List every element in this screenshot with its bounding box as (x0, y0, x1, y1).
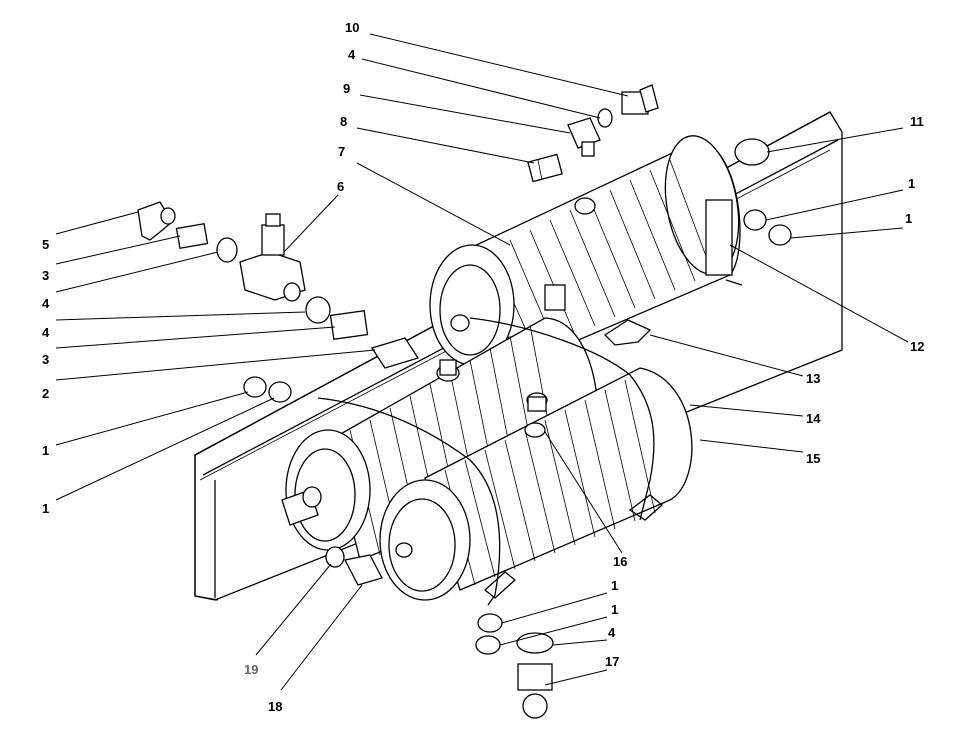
drain-cock-17 (517, 663, 553, 719)
washer-4-upper (216, 237, 238, 263)
callout-7: 7 (338, 144, 345, 159)
callout-17: 17 (605, 654, 619, 669)
nuts-1-left (243, 376, 292, 403)
callout-1: 1 (908, 176, 915, 191)
callout-4: 4 (42, 296, 50, 311)
callout-18: 18 (268, 699, 282, 714)
callout-5: 5 (42, 237, 49, 252)
callout-12: 12 (910, 339, 924, 354)
callout-1: 1 (905, 211, 912, 226)
callout-6: 6 (337, 179, 344, 194)
nut-1-right-a (743, 209, 767, 231)
leader-lines (55, 33, 909, 691)
washer-4-top (597, 108, 613, 128)
callout-8: 8 (340, 114, 347, 129)
tee-2 (370, 337, 420, 369)
pressure-regulator-6 (239, 213, 306, 302)
callout-3: 3 (42, 268, 49, 283)
nut-1-right-b (768, 224, 792, 246)
washer-4-lower (305, 296, 331, 324)
nut-3-upper (175, 222, 209, 250)
drain-valve-10 (621, 84, 659, 115)
callout-19: 19 (244, 662, 258, 677)
callout-1: 1 (611, 602, 618, 617)
tee-18 (344, 554, 383, 586)
callout-1: 1 (611, 578, 618, 593)
washer-19 (325, 546, 345, 568)
callout-4: 4 (42, 325, 50, 340)
elbow-13 (603, 319, 652, 346)
nut-3-lower (329, 310, 369, 340)
plug-11 (734, 138, 770, 166)
callout-labels: 10 4 9 8 7 6 5 3 4 4 3 2 1 1 11 1 1 12 1… (42, 20, 924, 714)
air-tube (317, 397, 501, 606)
callout-4: 4 (608, 625, 616, 640)
callout-1: 1 (42, 443, 49, 458)
callout-16: 16 (613, 554, 627, 569)
callout-3: 3 (42, 352, 49, 367)
nut-1-bottom-a (477, 613, 503, 633)
callout-13: 13 (806, 371, 820, 386)
callout-2: 2 (42, 386, 49, 401)
callout-11: 11 (910, 114, 924, 129)
callout-15: 15 (806, 451, 820, 466)
air-tube-upper (469, 317, 655, 521)
callout-14: 14 (806, 411, 821, 426)
receiver-rear (429, 135, 743, 366)
callout-10: 10 (345, 20, 359, 35)
tee-fitting-9 (567, 117, 601, 157)
callout-4: 4 (348, 47, 356, 62)
union-8 (527, 153, 563, 183)
nut-1-bottom-b (475, 635, 501, 655)
callout-1: 1 (42, 501, 49, 516)
receiver-front (379, 367, 693, 601)
callout-9: 9 (343, 81, 350, 96)
